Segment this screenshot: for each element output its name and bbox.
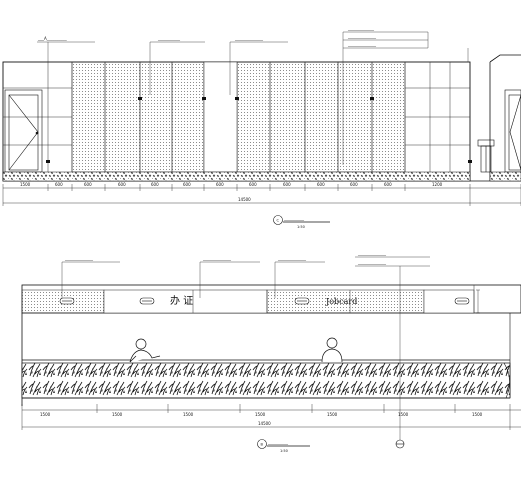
elevation-b-title-block: B __________ 1:50 [257,439,310,453]
dim-b-total: 14500 [258,421,271,426]
elevation-a-callout-center1: ___________ [157,36,181,41]
dim-a-3: 600 [118,182,126,187]
elevation-b-callout-4: ______________ [357,251,387,256]
elevation-b: 办 证 Jobcard [21,251,521,453]
dim-a-9: 600 [317,182,325,187]
dim-a-12: 1200 [432,182,443,187]
elevation-a-callout-right-mid: ______________ [347,34,377,39]
dim-a-5: 600 [183,182,191,187]
dim-b-3: 1500 [255,412,266,417]
elevation-b-title: __________ [267,440,289,445]
elevation-b-callout-2: ______________ [202,256,232,261]
dim-a-2: 600 [84,182,92,187]
elevation-a-dimension-labels: 1500 600 600 600 600 600 600 600 600 600… [20,182,443,202]
dim-a-1: 600 [55,182,63,187]
elevation-a-sign-stand [477,139,495,173]
elevation-a-marker-letter: C [277,219,280,223]
dim-a-6: 600 [216,182,224,187]
dim-b-1: 1500 [112,412,123,417]
elevation-a-title: __________ [283,216,305,221]
dim-b-5: 1500 [398,412,409,417]
elevation-b-callout-3: ______________ [277,256,307,261]
elevation-b-callouts [61,256,430,440]
dim-b-2: 1500 [183,412,194,417]
elevation-a-base-gravel [2,171,471,182]
elevation-b-person-right [321,337,343,363]
dim-a-8: 600 [283,182,291,187]
dim-b-0: 1500 [40,412,51,417]
elevation-a-right-wing [489,54,521,63]
elevation-a: ___A__________ ___________ _____________… [2,26,521,229]
dim-a-4: 600 [151,182,159,187]
dim-a-10: 600 [350,182,358,187]
elevation-a-door-left [4,89,43,173]
elevation-b-marker [257,439,267,449]
elevation-b-signage-en: Jobcard [325,297,357,306]
elevation-b-dimension-labels: 1500 1500 1500 1500 1500 1500 1500 14500 [40,412,483,426]
elevation-b-scale: 1:50 [280,449,288,453]
elevation-b-person-left [129,338,161,363]
elevation-a-stone-panel-left [71,61,205,173]
elevation-a-callout-right-top: _____________ [347,26,375,31]
dim-a-0: 1500 [20,182,31,187]
dim-b-4: 1500 [327,412,338,417]
elevation-a-callouts [37,31,469,165]
elevation-a-door-right [504,89,521,173]
elevation-b-marker-letter: B [261,443,264,447]
elevation-a-dimension-chain [2,184,521,206]
elevation-b-signage-cn: 办 证 [170,294,193,307]
elevation-b-counter-front [21,362,511,399]
elevation-a-callout-right-low: ______________ [347,42,377,47]
elevation-a-stone-panel-right [236,61,406,173]
elevation-b-callout-5: ______________ [357,260,387,265]
dim-a-11: 600 [384,182,392,187]
elevation-b-section-marker [395,439,405,449]
elevation-b-light-fixtures [59,297,470,305]
elevation-a-scale: 1:50 [297,225,305,229]
elevation-a-marker [273,215,283,225]
elevation-a-callout-left: ___A__________ [37,36,68,41]
dim-b-6: 1500 [472,412,483,417]
elevation-b-dimension-chain [21,404,521,430]
dim-a-7: 600 [249,182,257,187]
elevation-b-callout-1: ______________ [64,256,94,261]
dim-a-total: 14500 [238,197,251,202]
elevation-a-callout-center2: ______________ [234,36,264,41]
elevation-a-title-block: C __________ 1:50 [273,215,330,229]
